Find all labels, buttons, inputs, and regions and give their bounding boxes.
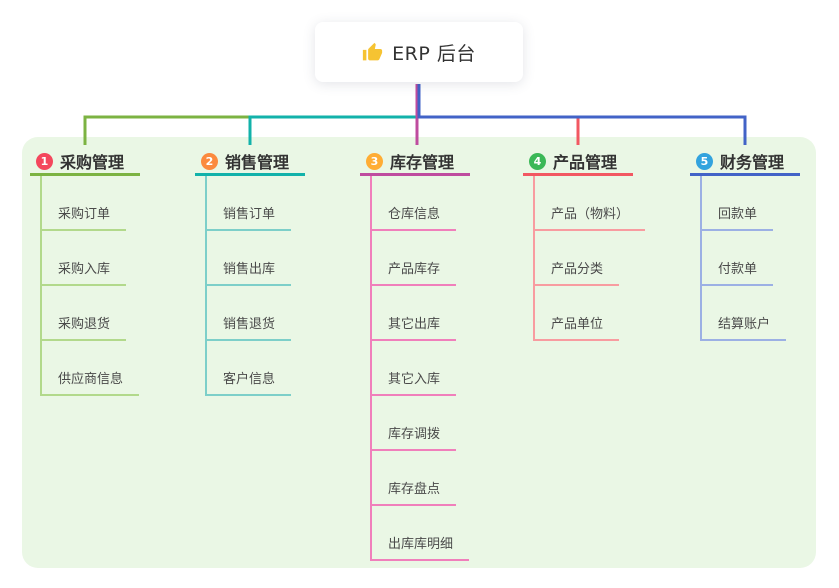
branch-connector [417, 84, 580, 145]
branch-underline [360, 173, 470, 176]
branch-label: 库存管理 [390, 153, 455, 172]
branch-vline [370, 176, 372, 561]
child-node[interactable]: 仓库信息 [370, 201, 457, 231]
child-node[interactable]: 采购入库 [40, 256, 127, 286]
child-node[interactable]: 采购订单 [40, 201, 127, 231]
child-node[interactable]: 库存盘点 [370, 476, 457, 506]
branch-badge: 4 [529, 152, 546, 170]
child-node[interactable]: 销售出库 [205, 256, 292, 286]
branch-connector [417, 84, 747, 145]
branch-node[interactable]: 2 销售管理 [201, 149, 289, 173]
branch-vline [205, 176, 207, 396]
child-node[interactable]: 销售订单 [205, 201, 292, 231]
branches-panel [22, 137, 816, 568]
branch-vline [40, 176, 42, 396]
child-node[interactable]: 产品单位 [533, 311, 620, 341]
child-node[interactable]: 销售退货 [205, 311, 292, 341]
child-node[interactable]: 回款单 [700, 201, 774, 231]
child-node[interactable]: 客户信息 [205, 366, 292, 396]
branch-underline [30, 173, 140, 176]
root-node[interactable]: ERP 后台 [315, 22, 523, 82]
branch-connector [248, 84, 421, 145]
child-node[interactable]: 采购退货 [40, 311, 127, 341]
child-node[interactable]: 产品库存 [370, 256, 457, 286]
child-node[interactable]: 结算账户 [700, 311, 787, 341]
branch-badge: 5 [696, 152, 713, 170]
child-node[interactable]: 付款单 [700, 256, 774, 286]
branch-node[interactable]: 4 产品管理 [529, 149, 617, 173]
branch-underline [690, 173, 800, 176]
root-label: ERP 后台 [392, 42, 476, 65]
branch-underline [523, 173, 633, 176]
child-node[interactable]: 供应商信息 [40, 366, 140, 396]
branch-badge: 1 [36, 152, 53, 170]
branch-node[interactable]: 1 采购管理 [36, 149, 124, 173]
child-node[interactable]: 产品分类 [533, 256, 620, 286]
child-node[interactable]: 产品（物料） [533, 201, 646, 231]
branch-connector [83, 84, 421, 145]
branch-label: 产品管理 [553, 153, 618, 172]
branch-badge: 2 [201, 152, 218, 170]
branch-vline [700, 176, 702, 341]
branch-underline [195, 173, 305, 176]
branch-node[interactable]: 5 财务管理 [696, 149, 784, 173]
child-node[interactable]: 其它入库 [370, 366, 457, 396]
thumbs-up-icon [363, 42, 383, 60]
child-node[interactable]: 库存调拨 [370, 421, 457, 451]
branch-badge: 3 [366, 152, 383, 170]
branch-node[interactable]: 3 库存管理 [366, 149, 454, 173]
branch-label: 采购管理 [60, 153, 125, 172]
branch-label: 财务管理 [720, 153, 785, 172]
child-node[interactable]: 其它出库 [370, 311, 457, 341]
branch-label: 销售管理 [225, 153, 290, 172]
child-node[interactable]: 出库库明细 [370, 531, 470, 561]
branch-vline [533, 176, 535, 341]
